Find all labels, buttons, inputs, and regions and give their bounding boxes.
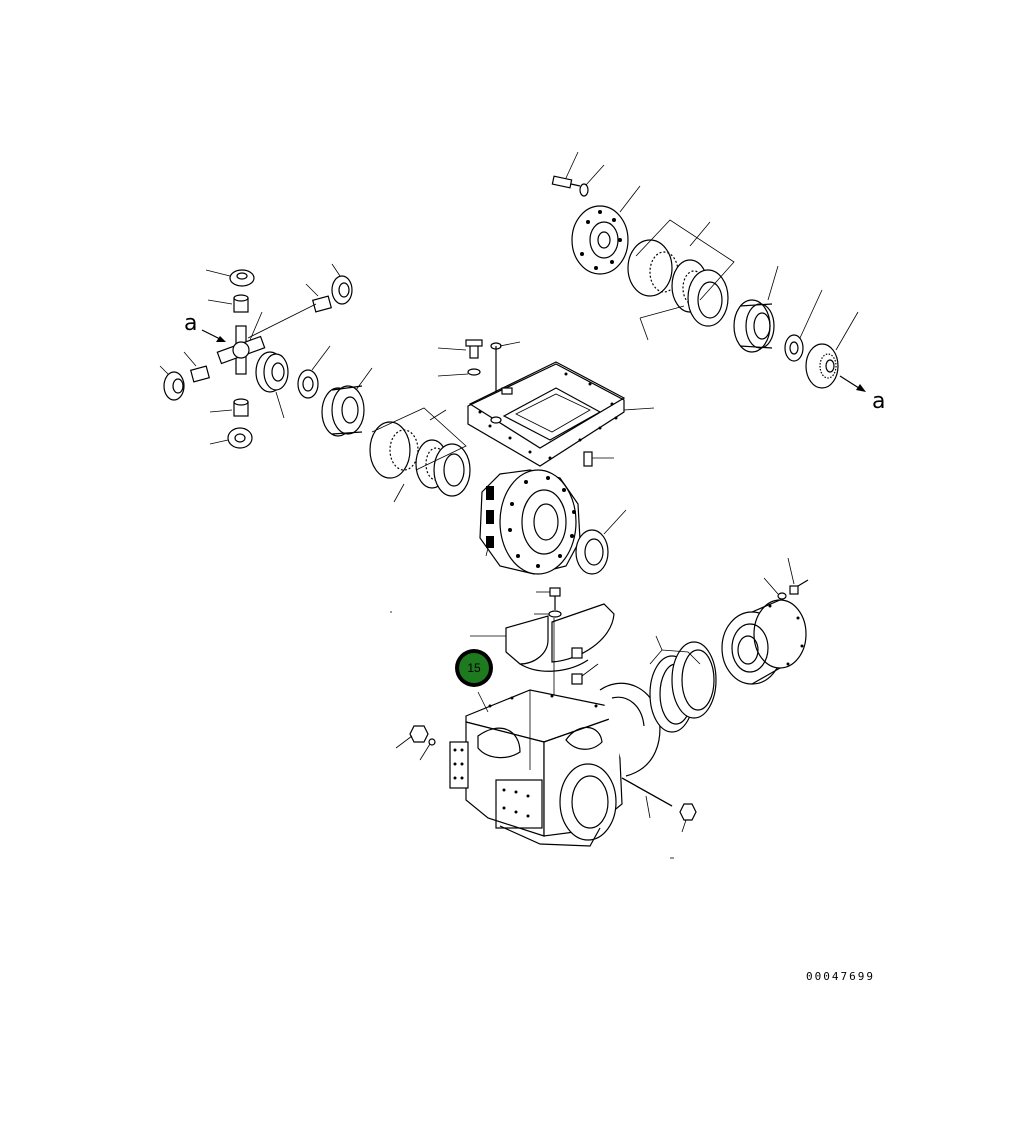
callout-15[interactable]: 15 bbox=[455, 649, 493, 687]
carrier-gasket-pack bbox=[649, 635, 717, 733]
taper-roller-bearing-right bbox=[733, 265, 779, 353]
dowel-pin bbox=[583, 451, 614, 467]
axle-housing bbox=[449, 682, 661, 847]
carrier-washer bbox=[763, 577, 787, 600]
thrust-washer-left bbox=[297, 345, 331, 399]
top-cover-bolt-left bbox=[437, 339, 483, 359]
housing-plug bbox=[571, 663, 599, 685]
pinion-gear-top bbox=[205, 269, 255, 287]
spider-pinion-assembly: a bbox=[159, 263, 353, 449]
bearing-cap bbox=[470, 603, 615, 760]
friction-disc-pack-right bbox=[627, 219, 735, 341]
link-arrow-right: a bbox=[839, 375, 885, 414]
link-marker-right: a bbox=[872, 389, 885, 414]
side-gear-right bbox=[805, 311, 859, 389]
bearing-cap-assembly bbox=[470, 587, 615, 760]
left-bearing-disc-assembly bbox=[321, 367, 471, 503]
bearing-carrier-assembly bbox=[649, 557, 809, 733]
drawing-number: 00047699 bbox=[806, 970, 875, 983]
housing-stud-bolt bbox=[621, 777, 673, 819]
side-gear-left bbox=[255, 351, 289, 419]
pinion-bushing-top bbox=[207, 294, 249, 313]
cover-washer bbox=[579, 164, 605, 197]
top-cover-washer-left bbox=[437, 368, 481, 377]
pinion-gear-left bbox=[159, 365, 185, 401]
cap-washer bbox=[534, 610, 562, 618]
pinion-bushing-right bbox=[247, 283, 333, 339]
pinion-gear-bottom bbox=[209, 427, 253, 449]
side-cover bbox=[571, 185, 641, 275]
pinion-bushing-left bbox=[183, 351, 211, 383]
right-side-cover-assembly: a bbox=[551, 151, 885, 414]
housing-stud-left bbox=[395, 725, 436, 761]
cap-nut bbox=[571, 647, 583, 659]
top-cover-assembly bbox=[437, 339, 655, 467]
spider-cross bbox=[216, 311, 266, 375]
taper-roller-bearing-left bbox=[321, 367, 373, 437]
pinion-bushing-bottom bbox=[209, 398, 249, 417]
friction-disc-pack-left bbox=[369, 407, 471, 503]
case-shim bbox=[575, 509, 627, 575]
housing-stud-nut bbox=[679, 803, 697, 833]
cap-bolt bbox=[536, 587, 561, 610]
differential-case bbox=[479, 469, 581, 575]
cover-bolt bbox=[551, 151, 581, 189]
bearing-carrier bbox=[721, 599, 807, 685]
top-cover-plate bbox=[467, 361, 655, 467]
carrier-bolt bbox=[787, 557, 809, 595]
pinion-gear-right bbox=[331, 263, 353, 305]
callout-15-label: 15 bbox=[467, 661, 481, 675]
link-marker-left: a bbox=[184, 311, 197, 336]
shim-right bbox=[784, 289, 823, 362]
